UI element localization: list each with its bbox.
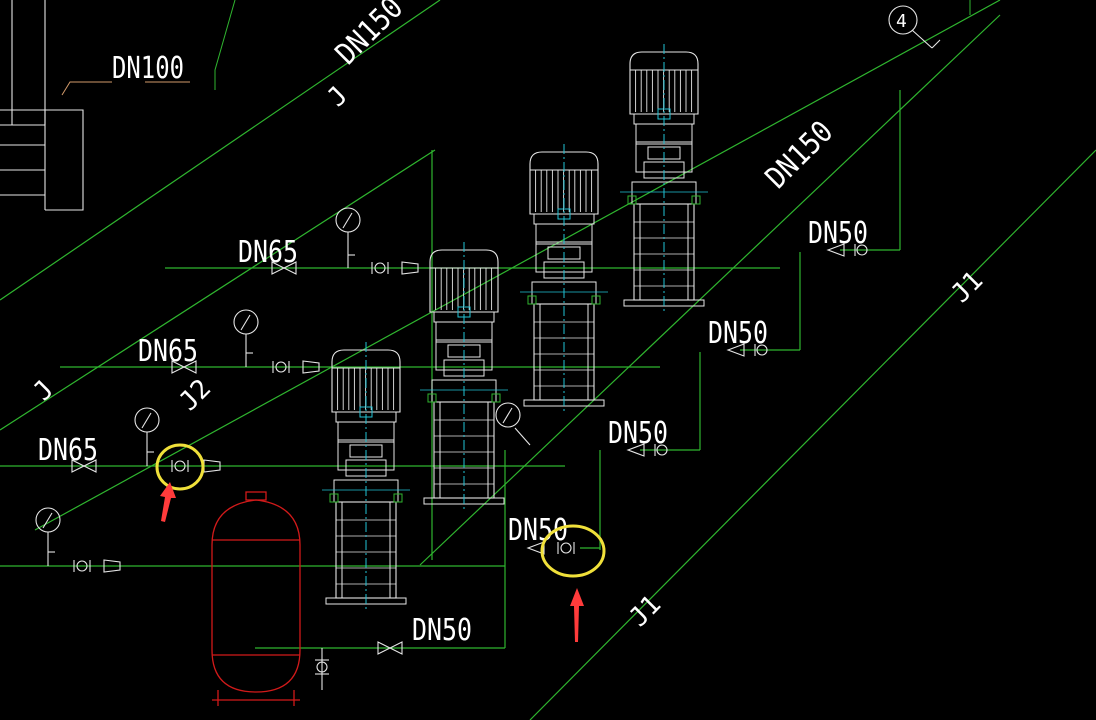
label-dn100: DN100 <box>112 51 184 86</box>
label-dn50-1: DN50 <box>808 216 868 251</box>
union-fitting-icon <box>73 559 121 573</box>
check-valve-icon <box>726 343 768 357</box>
vertical-pump-icon <box>520 144 608 414</box>
leader-lines <box>61 0 236 96</box>
label-j1-right: J1 <box>946 266 989 309</box>
label-j1-bottom: J1 <box>624 590 667 633</box>
highlight-circle-icon <box>155 443 205 491</box>
gate-valve-icon <box>171 360 197 374</box>
label-dn50-2: DN50 <box>708 316 768 351</box>
label-dn65-3: DN65 <box>38 433 98 468</box>
valves <box>71 243 868 690</box>
reference-tag: 4 <box>888 0 971 49</box>
union-fitting-icon <box>371 261 419 275</box>
gate-valve-icon <box>271 261 297 275</box>
pressure-gauge-icon <box>233 309 259 367</box>
pressure-gauge-icon <box>134 407 160 466</box>
red-arrow-icon <box>160 482 176 522</box>
annotations: DN100 DN150 DN150 J J J2 J1 J1 DN65 DN65… <box>28 0 989 648</box>
red-arrow-icon <box>570 588 584 642</box>
red-arrows <box>160 482 584 642</box>
pressure-tank-icon <box>211 491 301 706</box>
union-fitting-icon <box>557 542 575 554</box>
label-dn150-right: DN150 <box>759 114 840 195</box>
vertical-pump-icon <box>620 44 708 314</box>
pressure-gauge-icon <box>335 207 361 268</box>
highlight-circle-icon <box>540 524 606 578</box>
drain-valve-icon <box>315 648 329 690</box>
building-outline <box>0 0 84 211</box>
pressure-gauge-icon <box>495 402 531 446</box>
pressure-gauges <box>35 207 531 566</box>
pump-group <box>322 44 708 612</box>
circle-tag-label: 4 <box>896 11 907 32</box>
highlight-circles <box>155 443 606 578</box>
check-valve-icon <box>826 243 868 257</box>
label-dn50-5: DN50 <box>412 613 472 648</box>
label-j-top: J <box>322 81 354 113</box>
label-dn50-4: DN50 <box>508 513 568 548</box>
pressure-gauge-icon <box>35 507 61 566</box>
union-fitting-icon <box>272 360 320 374</box>
vertical-pump-icon <box>322 342 410 612</box>
gate-valve-icon <box>71 459 97 473</box>
label-dn65-1: DN65 <box>238 235 298 270</box>
label-j-left: J <box>28 375 60 407</box>
label-j2: J2 <box>174 374 217 417</box>
check-valve-icon <box>526 541 545 555</box>
gate-valve-icon <box>377 641 403 655</box>
label-dn50-3: DN50 <box>608 416 668 451</box>
label-dn65-2: DN65 <box>138 334 198 369</box>
label-dn150-top: DN150 <box>329 0 410 72</box>
vertical-pump-icon <box>420 242 508 512</box>
check-valve-icon <box>626 443 668 457</box>
